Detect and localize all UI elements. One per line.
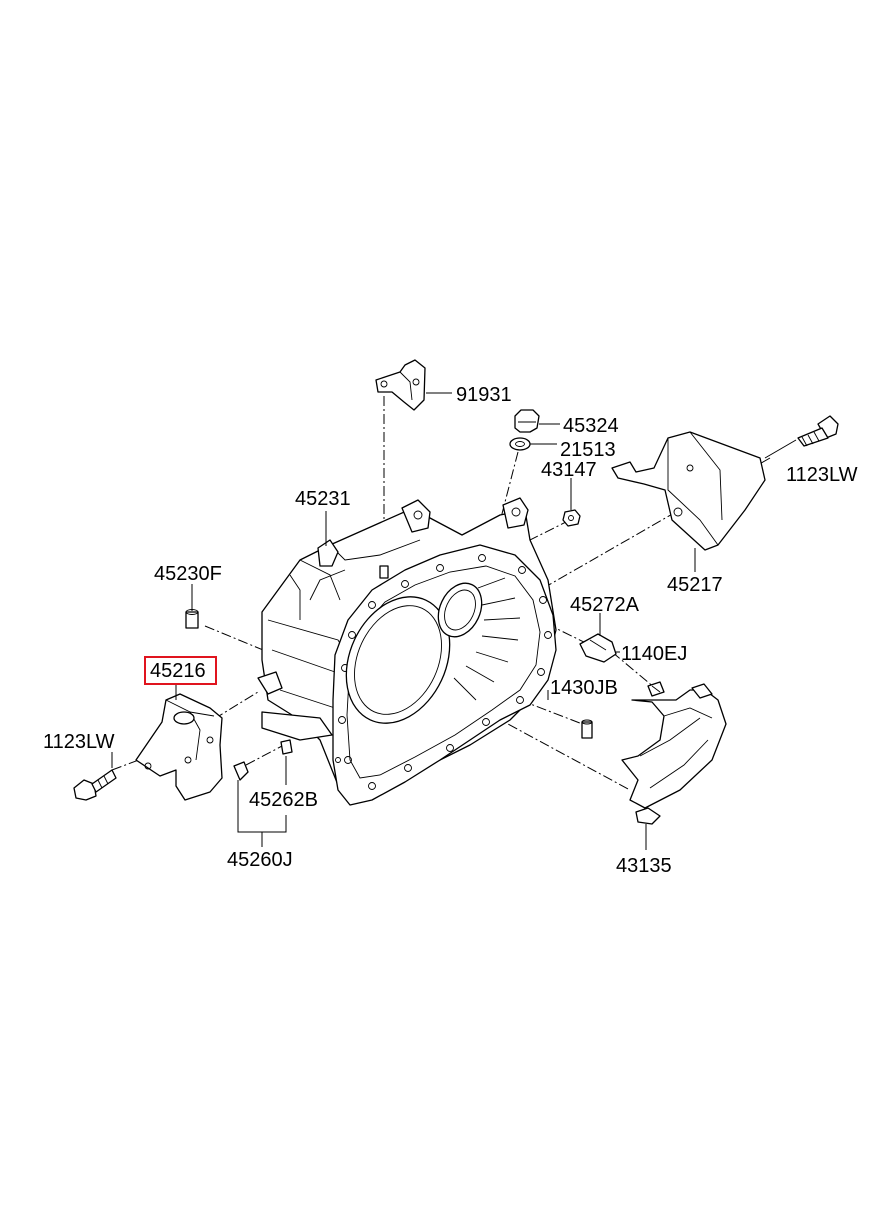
label-45217: 45217 — [667, 574, 723, 596]
label-91931: 91931 — [456, 384, 512, 406]
label-1123lw-right: 1123LW — [786, 464, 858, 486]
part-labels: 91931 45324 21513 43147 1123LW 45231 452… — [43, 384, 858, 877]
label-45260j: 45260J — [227, 849, 293, 871]
label-45262b: 45262B — [249, 789, 318, 811]
label-1430jb: 1430JB — [550, 677, 618, 699]
part-1430jb-pin — [581, 719, 593, 739]
label-21513: 21513 — [560, 439, 616, 461]
leader-lines — [111, 392, 797, 850]
part-45272a-guide — [579, 633, 617, 663]
transaxle-housing — [257, 497, 557, 806]
label-43147: 43147 — [541, 459, 597, 481]
part-45216-bracket — [135, 693, 223, 801]
label-45324: 45324 — [563, 415, 619, 437]
part-45262b-pin — [233, 739, 293, 781]
label-43135: 43135 — [616, 855, 672, 877]
part-45217-bracket — [611, 431, 766, 551]
housing-ribs — [453, 577, 521, 701]
part-1123lw-bolt-right — [797, 415, 839, 447]
part-1140ej-bolt — [647, 681, 665, 697]
label-1123lw-left: 1123LW — [43, 731, 115, 753]
part-21513-gasket — [509, 437, 531, 451]
part-43147-nut — [562, 509, 581, 527]
label-45216: 45216 — [150, 660, 206, 682]
part-91931-bracket — [375, 359, 426, 579]
highlight-box-45216 — [144, 656, 217, 685]
label-45231: 45231 — [295, 488, 351, 510]
label-45272a: 45272A — [570, 594, 640, 616]
part-43135-cover — [621, 683, 727, 825]
part-45324-plug — [514, 409, 540, 433]
part-1123lw-bolt-left — [73, 769, 117, 801]
flange-bolt-holes — [338, 554, 552, 790]
part-45230f-dowel — [185, 609, 199, 629]
label-1140ej: 1140EJ — [621, 643, 687, 665]
label-45230f: 45230F — [154, 563, 222, 585]
